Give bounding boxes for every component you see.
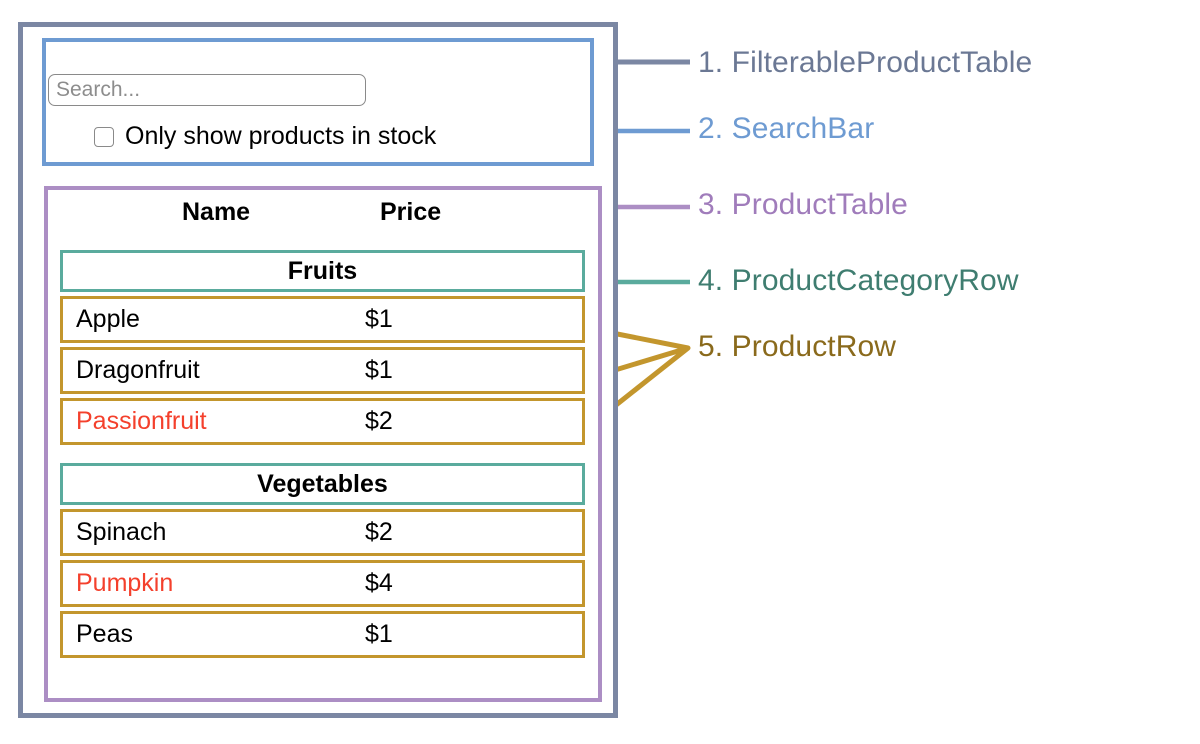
category-spacer <box>60 449 585 463</box>
legend: 1. FilterableProductTable 2. SearchBar 3… <box>698 0 1198 744</box>
product-price: $2 <box>365 518 393 546</box>
product-name: Passionfruit <box>76 407 207 435</box>
product-row: Peas $1 <box>60 611 585 658</box>
product-row: Spinach $2 <box>60 509 585 556</box>
product-table-rows: Fruits Apple $1 Dragonfruit $1 Passionfr… <box>60 250 585 662</box>
only-in-stock-checkbox[interactable] <box>94 126 114 147</box>
column-header-name: Name <box>182 198 251 226</box>
column-header-price: Price <box>380 198 442 226</box>
in-stock-filter-row[interactable]: Only show products in stock <box>94 124 436 149</box>
product-name: Peas <box>76 620 133 648</box>
product-category-row: Fruits <box>60 250 585 292</box>
only-in-stock-label: Only show products in stock <box>125 122 437 150</box>
product-row: Dragonfruit $1 <box>60 347 585 394</box>
product-name: Dragonfruit <box>76 356 200 384</box>
product-price: $2 <box>365 407 393 435</box>
product-category-row: Vegetables <box>60 463 585 505</box>
product-name: Apple <box>76 305 140 333</box>
product-table-header: Name Price <box>60 196 585 244</box>
product-name: Pumpkin <box>76 569 174 597</box>
search-input[interactable] <box>48 74 366 106</box>
legend-item-filterable-product-table: 1. FilterableProductTable <box>698 46 1033 79</box>
product-row: Passionfruit $2 <box>60 398 585 445</box>
product-price: $1 <box>365 356 393 384</box>
product-price: $4 <box>365 569 393 597</box>
legend-item-product-category-row: 4. ProductCategoryRow <box>698 264 1019 297</box>
product-row: Pumpkin $4 <box>60 560 585 607</box>
product-price: $1 <box>365 305 393 333</box>
product-row: Apple $1 <box>60 296 585 343</box>
legend-item-search-bar: 2. SearchBar <box>698 112 875 145</box>
legend-item-product-row: 5. ProductRow <box>698 330 897 363</box>
product-price: $1 <box>365 620 393 648</box>
product-category-label: Fruits <box>287 256 358 285</box>
legend-item-product-table: 3. ProductTable <box>698 188 908 221</box>
product-category-label: Vegetables <box>257 469 388 498</box>
product-name: Spinach <box>76 518 167 546</box>
